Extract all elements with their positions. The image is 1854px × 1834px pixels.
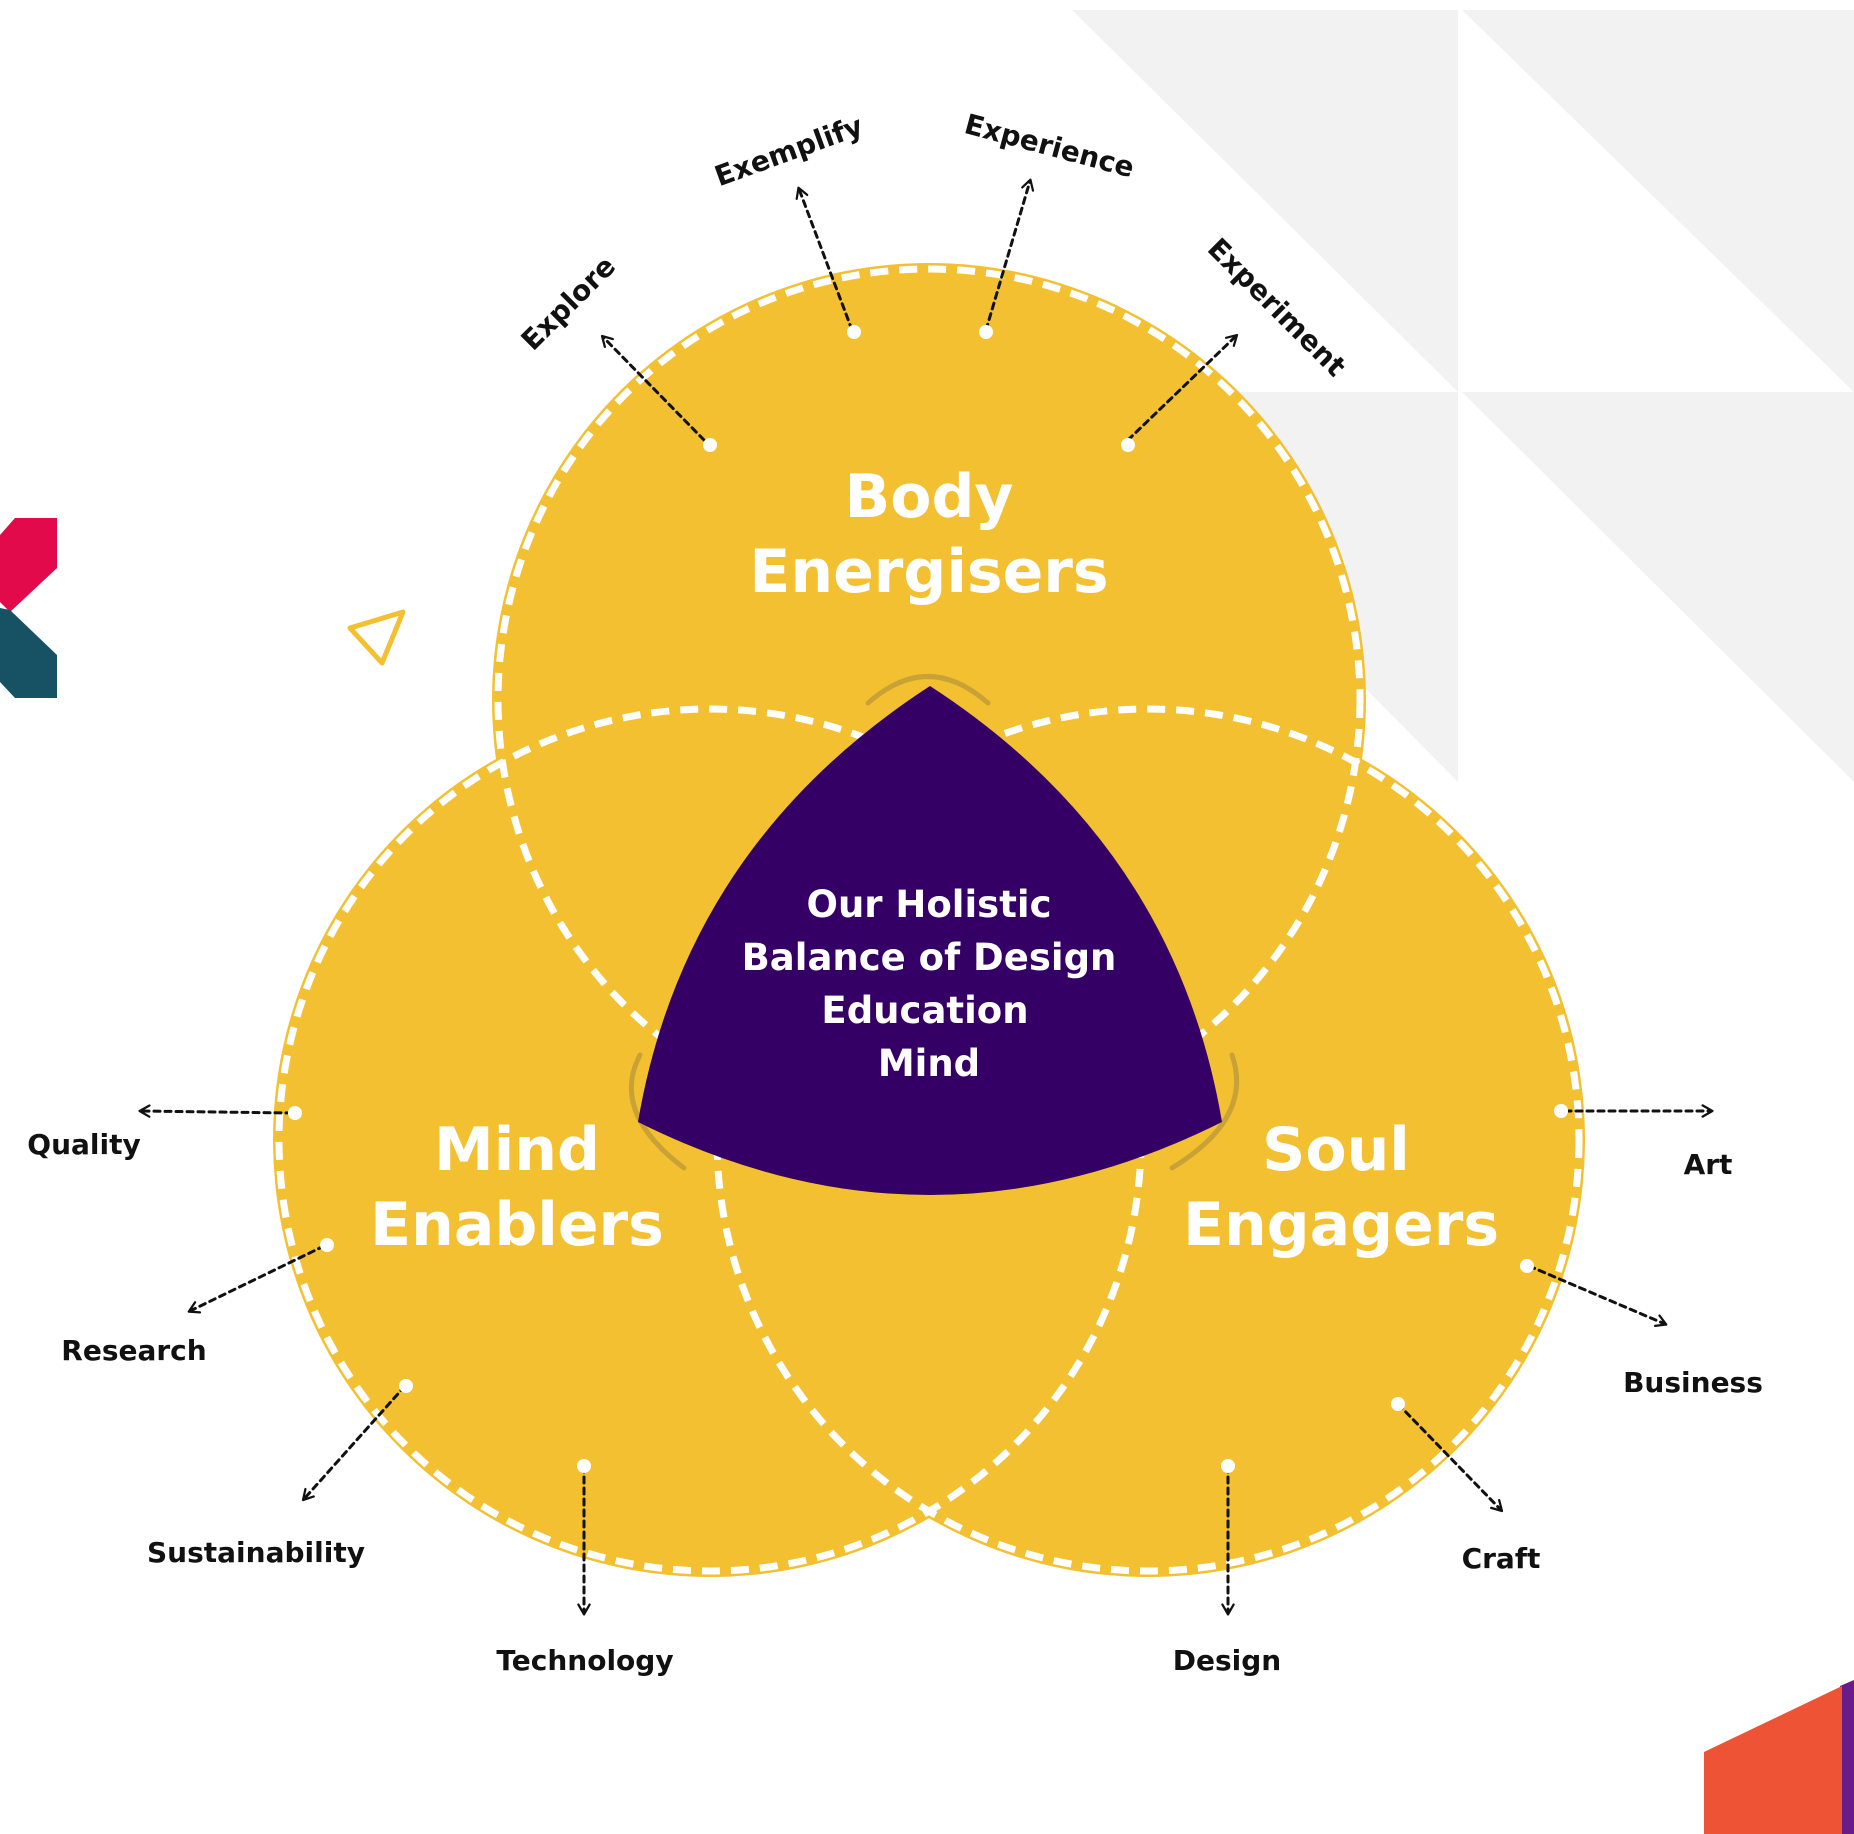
mind-title-line2: Enablers	[370, 1190, 664, 1260]
pointer-exemplify	[795, 186, 854, 332]
soul-title-line2: Engagers	[1183, 1190, 1499, 1260]
body-title-line2: Energisers	[749, 537, 1108, 607]
dot-art	[1554, 1104, 1568, 1118]
label-craft: Craft	[1462, 1542, 1541, 1575]
dot-quality	[288, 1106, 302, 1120]
pointer-quality	[138, 1104, 294, 1118]
pointer-dots	[288, 325, 1568, 1473]
pointer-experience	[984, 178, 1035, 332]
center-line3: Education	[821, 989, 1028, 1032]
label-experience: Experience	[961, 107, 1138, 184]
center-outline-arc-top	[865, 674, 991, 706]
center-line2: Balance of Design	[742, 936, 1117, 979]
center-line1: Our Holistic	[807, 883, 1052, 926]
pointer-experiment	[1126, 333, 1239, 442]
center-line4: Mind	[878, 1042, 980, 1085]
corner-purple-edge	[1840, 1680, 1854, 1834]
label-design: Design	[1173, 1644, 1281, 1677]
label-explore: Explore	[515, 250, 622, 357]
corner-shape	[1704, 1680, 1854, 1834]
dot-exemplify	[847, 325, 861, 339]
dot-craft	[1391, 1397, 1405, 1411]
bg-triangle	[1462, 10, 1854, 392]
center-outline-arc-right	[1169, 1052, 1240, 1171]
center-region	[628, 674, 1240, 1195]
circle-titles: Body Energisers Mind Enablers Soul Engag…	[370, 462, 1499, 1260]
dot-sustainability	[399, 1379, 413, 1393]
bg-triangle	[1072, 10, 1458, 392]
dot-business	[1520, 1259, 1534, 1273]
center-shape	[638, 686, 1222, 1195]
center-text: Our Holistic Balance of Design Education…	[742, 883, 1117, 1085]
dot-explore	[703, 438, 717, 452]
label-quality: Quality	[27, 1128, 140, 1161]
soul-title-line1: Soul	[1262, 1115, 1410, 1185]
corner-orange-shape	[1704, 1686, 1842, 1834]
pointer-sustainability	[301, 1384, 407, 1502]
label-research: Research	[61, 1334, 206, 1367]
pointer-craft	[1396, 1402, 1504, 1513]
pointer-research	[187, 1244, 326, 1314]
label-art: Art	[1684, 1148, 1733, 1181]
bg-triangle	[1462, 392, 1854, 782]
center-outline-arc-left	[628, 1052, 687, 1171]
mind-title-line1: Mind	[434, 1115, 600, 1185]
label-exemplify: Exemplify	[710, 109, 867, 193]
dot-design	[1221, 1459, 1235, 1473]
label-technology: Technology	[496, 1644, 673, 1677]
pointer-business	[1527, 1264, 1668, 1327]
pointer-explore	[600, 334, 706, 442]
logo-teal-shape	[0, 608, 57, 698]
dot-technology	[577, 1459, 591, 1473]
dot-experiment	[1121, 438, 1135, 452]
dot-experience	[979, 325, 993, 339]
label-sustainability: Sustainability	[147, 1536, 365, 1569]
pointer-lines	[138, 178, 1714, 1616]
body-title-line1: Body	[844, 462, 1013, 532]
logo-fragment	[0, 518, 57, 698]
soul-circle-outline	[713, 705, 1583, 1575]
dot-research	[320, 1238, 334, 1252]
label-business: Business	[1623, 1366, 1763, 1399]
logo-red-shape	[0, 518, 57, 612]
decorative-triangle-outline	[347, 609, 406, 666]
